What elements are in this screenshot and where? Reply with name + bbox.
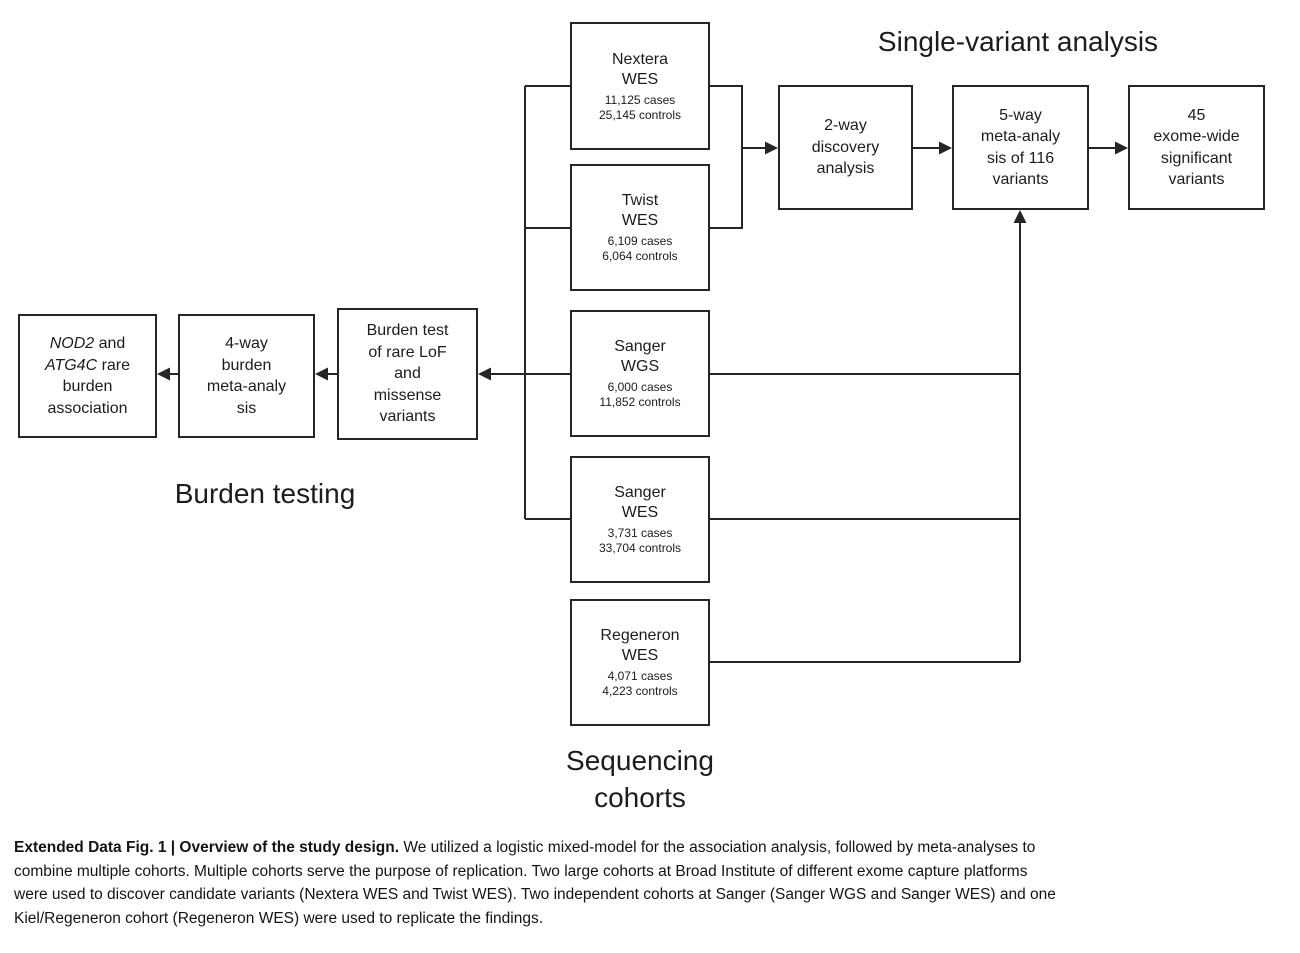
discovery-bracket <box>710 85 778 229</box>
cohort-stats: 6,000 cases 11,852 controls <box>599 380 680 410</box>
caption-line-1: Extended Data Fig. 1 | Overview of the s… <box>14 839 1036 856</box>
burden-test-text: Burden test of rare LoF and missense var… <box>366 322 449 426</box>
gene-atg4c: ATG4C <box>44 356 98 374</box>
replication-collector <box>710 210 1027 663</box>
gene-line-2: ATG4C rare <box>44 356 131 374</box>
cohort-box-regeneron-wes: Regeneron WES 4,071 cases 4,223 controls <box>570 599 710 726</box>
gene-line-4: association <box>47 399 128 417</box>
cohort-box-nextera-wes: Nextera WES 11,125 cases 25,145 controls <box>570 22 710 150</box>
controls-count: 4,223 controls <box>602 684 678 698</box>
sequencing-cohorts-label: Sequencing cohorts <box>566 745 714 813</box>
four-way-burden-meta-text: 4-way burden meta-analy sis <box>206 335 287 417</box>
burden-testing-label: Burden testing <box>174 478 356 509</box>
gene-association-text: NOD2 and ATG4C rare burden association <box>45 333 130 419</box>
cohort-stats: 3,731 cases 33,704 controls <box>599 526 681 556</box>
burden-collector <box>478 85 570 520</box>
gene-line-3: burden <box>62 378 113 395</box>
five-way-meta-analysis-box: 5-way meta-analy sis of 116 variants <box>952 85 1089 210</box>
gene-nod2: NOD2 <box>49 335 95 352</box>
gene-line-1: NOD2 and <box>49 335 126 352</box>
single-variant-analysis-title: Single-variant analysis <box>877 26 1159 57</box>
cohort-name: Nextera WES <box>611 50 669 88</box>
caption-line-4: Kiel/Regeneron cohort (Regeneron WES) we… <box>14 909 544 927</box>
figure-caption: Extended Data Fig. 1 | Overview of the s… <box>14 836 1294 930</box>
controls-count: 11,852 controls <box>599 395 681 409</box>
controls-count: 6,064 controls <box>602 249 678 263</box>
controls-count: 33,704 controls <box>598 541 682 555</box>
cases-count: 11,125 cases <box>604 92 676 107</box>
controls-count: 25,145 controls <box>598 107 682 122</box>
cases-count: 3,731 cases <box>607 526 673 540</box>
gene-association-box: NOD2 and ATG4C rare burden association <box>18 314 157 438</box>
burden-test-box: Burden test of rare LoF and missense var… <box>337 308 478 440</box>
cohort-name: Regeneron WES <box>600 627 680 664</box>
cohort-name: Twist WES <box>621 192 659 229</box>
cohort-box-sanger-wes: Sanger WES 3,731 cases 33,704 controls <box>570 456 710 583</box>
cohort-stats: 6,109 cases 6,064 controls <box>602 234 677 264</box>
cohort-stats: 4,071 cases 4,223 controls <box>602 669 677 699</box>
caption-line-3: were used to discover candidate variants… <box>14 886 1056 904</box>
discovery-analysis-text: 2-way discovery analysis <box>811 117 880 178</box>
cases-count: 6,109 cases <box>607 234 673 248</box>
cohort-box-twist-wes: Twist WES 6,109 cases 6,064 controls <box>570 164 710 291</box>
cohort-stats: 11,125 cases 25,145 controls <box>599 93 681 123</box>
cases-count: 4,071 cases <box>607 669 673 683</box>
cohort-name: Sanger WES <box>614 484 666 521</box>
cohort-name: Sanger WGS <box>614 338 666 375</box>
four-way-burden-meta-box: 4-way burden meta-analy sis <box>178 314 315 438</box>
discovery-analysis-box: 2-way discovery analysis <box>778 85 913 210</box>
cohort-box-sanger-wgs: Sanger WGS 6,000 cases 11,852 controls <box>570 310 710 437</box>
caption-line-2: combine multiple cohorts. Multiple cohor… <box>14 862 1028 880</box>
cases-count: 6,000 cases <box>607 380 673 394</box>
caption-bold-title: Extended Data Fig. 1 | Overview of the s… <box>14 839 400 856</box>
five-way-meta-analysis-text: 5-way meta-analy sis of 116 variants <box>980 106 1061 189</box>
significant-variants-box: 45 exome-wide significant variants <box>1128 85 1265 210</box>
significant-variants-text: 45 exome-wide significant variants <box>1153 106 1240 189</box>
